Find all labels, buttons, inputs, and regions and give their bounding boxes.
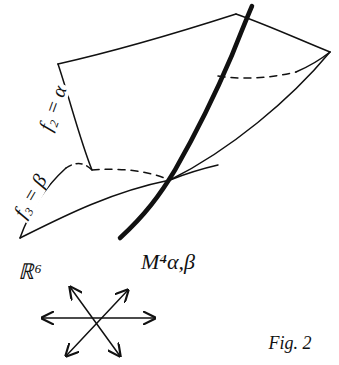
axis-arrow <box>70 287 120 356</box>
surface-label: f₃ = β <box>8 169 52 223</box>
axis-arrow <box>66 290 128 356</box>
hidden-edge <box>66 164 92 170</box>
sheet-edge <box>236 14 330 52</box>
surface-label: f₂ = α <box>33 81 71 136</box>
figure-caption: Fig. 2 <box>267 334 314 354</box>
sheet-edge <box>58 14 236 64</box>
manifold-label: M⁴α,β <box>139 250 197 274</box>
sheet-edge <box>58 64 92 170</box>
space-label: ℝ⁶ <box>16 260 44 284</box>
sheet-edge <box>296 52 330 72</box>
axis-arrow <box>42 317 155 319</box>
hidden-edge <box>218 72 296 78</box>
intersection-curve <box>120 6 252 238</box>
sheet-edge <box>170 52 330 180</box>
hidden-edge <box>92 169 170 180</box>
